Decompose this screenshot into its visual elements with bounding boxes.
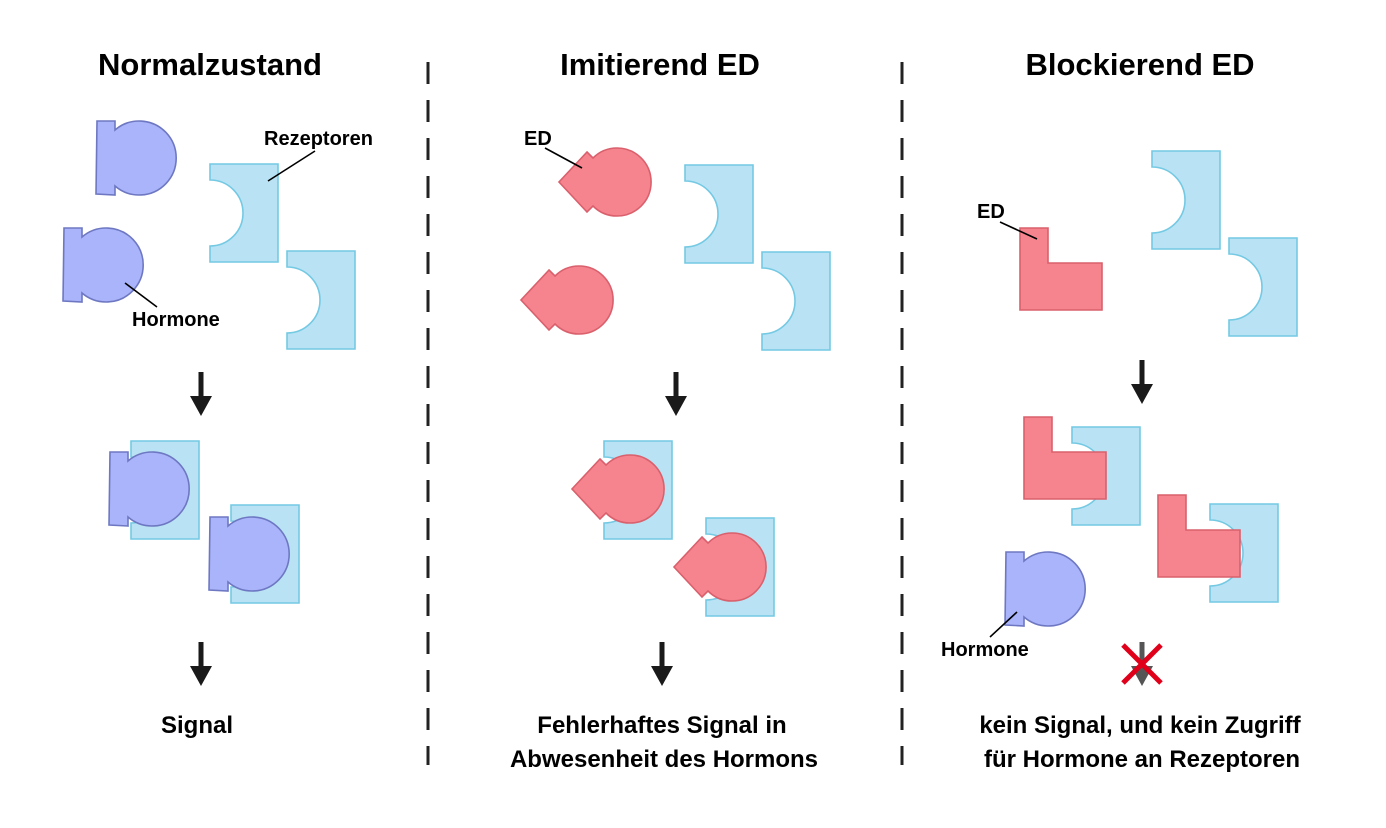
cross-icon xyxy=(1121,643,1163,685)
ed-leader-line xyxy=(999,221,1038,240)
hormone-label: Hormone xyxy=(132,309,220,331)
receptor-leader-line xyxy=(267,150,316,182)
down-arrow xyxy=(1131,360,1153,404)
hormone-leader-line xyxy=(124,282,158,308)
ed-mimic-shape xyxy=(558,147,652,217)
title-blocking: Blockierend ED xyxy=(1025,47,1254,82)
ed-leader-line xyxy=(544,147,583,169)
hormone-leader-line xyxy=(989,611,1018,638)
receptor-shape xyxy=(286,250,356,350)
receptor-shape xyxy=(761,251,831,351)
ed-label: ED xyxy=(524,128,552,150)
hormone-bound-shape xyxy=(108,451,190,527)
down-arrow xyxy=(651,642,673,686)
receptor-shape xyxy=(1151,150,1221,250)
receptor-shape xyxy=(209,163,279,263)
down-arrow xyxy=(190,642,212,686)
caption-mimicking-line-1: Fehlerhaftes Signal in xyxy=(537,712,786,739)
receptor-shape xyxy=(684,164,754,264)
caption-blocking-line-2: für Hormone an Rezeptoren xyxy=(984,746,1300,773)
title-mimicking: Imitierend ED xyxy=(560,47,760,82)
caption-normal-line-1: Signal xyxy=(161,712,233,739)
ed-mimic-bound-shape xyxy=(673,532,767,602)
ed-label: ED xyxy=(977,201,1005,223)
ed-block-shape xyxy=(1019,227,1103,311)
down-arrow xyxy=(190,372,212,416)
hormone-bound-shape xyxy=(208,516,290,592)
caption-blocking-line-1: kein Signal, und kein Zugriff xyxy=(979,712,1301,739)
receptor-shape xyxy=(1228,237,1298,337)
ed-mimic-shape xyxy=(520,265,614,335)
hormone-shape xyxy=(95,120,177,196)
down-arrow xyxy=(665,372,687,416)
title-normal: Normalzustand xyxy=(98,47,322,82)
hormone-label: Hormone xyxy=(941,639,1029,661)
hormone-shape xyxy=(62,227,144,303)
caption-mimicking-line-2: Abwesenheit des Hormons xyxy=(510,746,818,773)
hormone-shape xyxy=(1004,551,1086,627)
receptor-label: Rezeptoren xyxy=(264,128,373,150)
ed-mimic-bound-shape xyxy=(571,454,665,524)
